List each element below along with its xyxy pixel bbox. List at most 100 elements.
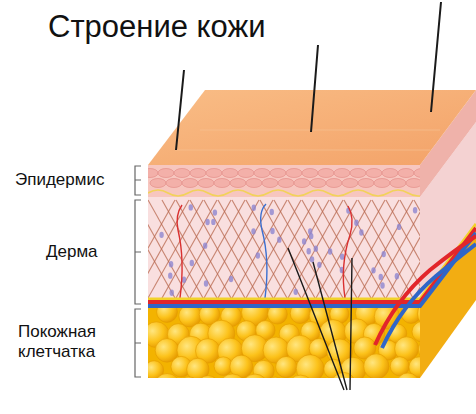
fibroblast — [189, 204, 193, 210]
fat-cell — [313, 378, 331, 379]
fibroblast — [256, 252, 260, 258]
epidermis-cell — [398, 169, 414, 178]
fibroblast — [310, 256, 314, 262]
vein-branch — [382, 244, 476, 348]
collagen-fiber — [260, 200, 315, 298]
fat-cell — [242, 374, 269, 378]
dermis-fibers — [148, 200, 420, 298]
fibroblast — [379, 274, 383, 280]
epidermis-cell — [190, 169, 206, 178]
fibroblast — [340, 253, 344, 259]
collagen-fiber — [162, 200, 217, 298]
leader-line — [288, 248, 352, 390]
fibroblast — [170, 290, 174, 296]
fat-cell — [264, 377, 287, 378]
collagen-fiber — [372, 200, 420, 298]
fibroblast — [397, 224, 401, 230]
fibroblast — [294, 289, 298, 295]
collagen-fiber — [246, 200, 301, 298]
fat-cells — [148, 305, 420, 378]
epidermis-cell — [310, 179, 326, 188]
epidermis-cell — [366, 169, 382, 178]
epidermis-cell — [198, 179, 214, 188]
fat-cell — [396, 373, 419, 378]
collagen-fiber — [330, 200, 385, 298]
collagen-fiber — [246, 200, 301, 298]
epidermis-cell — [382, 169, 398, 178]
epidermis-cell — [358, 179, 374, 188]
fat-cell — [177, 377, 200, 378]
epidermis-cell — [214, 179, 230, 188]
epidermis-cells — [148, 169, 420, 188]
epidermis-cell — [350, 169, 366, 178]
surface-lines — [175, 130, 440, 150]
collagen-fiber — [372, 200, 420, 298]
epidermis-cell — [246, 179, 262, 188]
collagen-fiber — [358, 200, 413, 298]
epidermis-cell — [318, 169, 334, 178]
fat-cell — [364, 354, 389, 378]
collagen-fiber — [148, 200, 189, 298]
collagen-fiber — [190, 200, 245, 298]
collagen-fiber — [232, 200, 287, 298]
fibroblast — [251, 228, 255, 234]
fibroblast — [395, 273, 399, 279]
fibroblast — [229, 276, 233, 282]
fat-cell — [197, 376, 220, 378]
fibroblast — [371, 267, 375, 273]
fibroblast — [205, 219, 209, 225]
epidermis-cell — [158, 169, 174, 178]
epidermis-cell — [254, 169, 270, 178]
epidermis-cell — [414, 169, 420, 178]
collagen-fiber — [148, 200, 203, 298]
collagen-fiber — [358, 200, 413, 298]
collagen-fiber — [218, 200, 273, 298]
fibroblast — [302, 238, 306, 244]
collagen-fiber — [330, 200, 385, 298]
fibroblast — [354, 220, 358, 226]
collagen-fiber — [148, 200, 203, 298]
epidermis-cell — [270, 169, 286, 178]
epidermis-cell — [342, 179, 358, 188]
basement-membrane — [148, 190, 420, 196]
vein — [148, 233, 476, 306]
fibroblast — [204, 280, 208, 286]
epidermis-cell — [390, 179, 406, 188]
fibroblast — [270, 209, 274, 215]
fibroblast — [359, 229, 363, 235]
epidermis-cell — [374, 179, 390, 188]
collagen-fiber — [148, 200, 189, 298]
fibroblast — [211, 219, 215, 225]
collagen-fiber — [302, 200, 357, 298]
collagen-fiber — [218, 200, 273, 298]
epidermis-cell — [206, 169, 222, 178]
fibroblast — [382, 251, 386, 257]
fibroblast — [413, 207, 417, 213]
collagen-fiber — [204, 200, 259, 298]
fibroblast — [190, 260, 194, 266]
fibroblast — [168, 272, 172, 278]
epidermis-cell — [230, 179, 246, 188]
fibroblast — [169, 261, 173, 267]
layer-label: Покожная клетчатка — [18, 322, 128, 363]
fibroblast — [159, 232, 163, 238]
collagen-fiber — [232, 200, 287, 298]
epidermis-cell — [286, 169, 302, 178]
fibroblast — [252, 204, 256, 210]
fat-cell — [154, 374, 181, 378]
epidermis-cell — [326, 179, 342, 188]
fat-cell — [219, 374, 247, 378]
layer-label: Эпидермис — [15, 170, 131, 190]
bracket-tick — [135, 180, 141, 343]
collagen-fiber — [316, 200, 371, 298]
epidermis-cell — [278, 179, 294, 188]
epidermis-cell — [150, 179, 166, 188]
fat-cell — [276, 356, 297, 377]
epidermis-cell — [148, 169, 158, 178]
epidermis-cell — [262, 179, 278, 188]
collagen-fiber — [302, 200, 357, 298]
collagen-fiber — [260, 200, 315, 298]
fat-cell — [187, 358, 209, 378]
epidermis-cell — [406, 179, 420, 188]
